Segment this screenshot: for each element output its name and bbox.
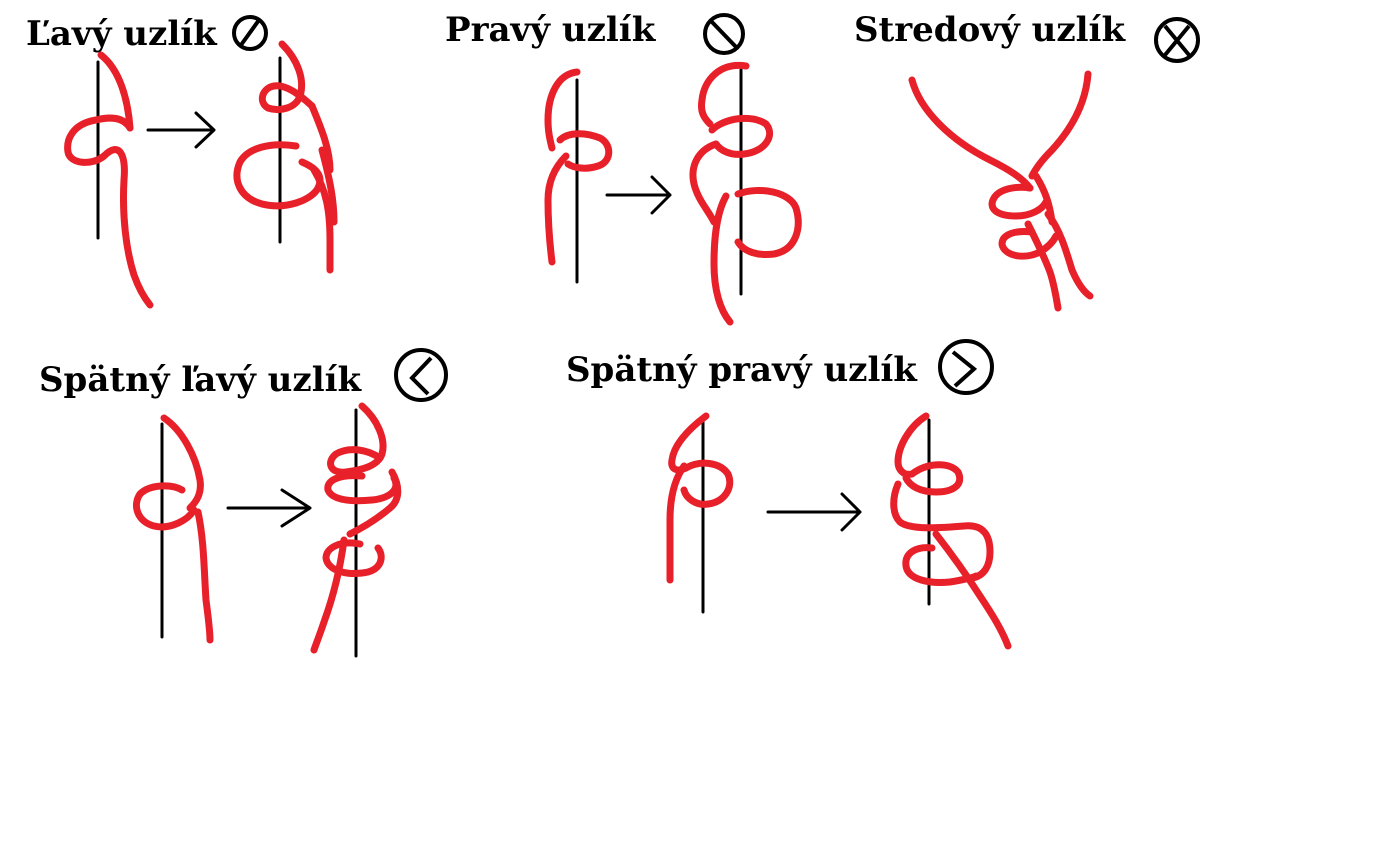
- knot-title-center: Stredový uzlík: [854, 10, 1126, 50]
- left-knot-before: [64, 51, 154, 309]
- center-knot: [908, 70, 1094, 312]
- circle-backslash-icon: [703, 13, 745, 55]
- back-left-knot-after: [310, 402, 402, 658]
- arrow-left-knot: [146, 111, 216, 149]
- circle-less-than-icon: [394, 348, 448, 402]
- back-right-knot-before: [666, 412, 734, 614]
- right-knot-before: [544, 68, 613, 284]
- left-knot-after: [233, 40, 338, 274]
- arrow-back-right-knot: [766, 492, 862, 532]
- right-knot-after: [689, 61, 802, 326]
- knot-title-right: Pravý uzlík: [445, 10, 656, 50]
- back-right-knot-after: [890, 412, 1012, 650]
- knot-title-left: Ľavý uzlík: [26, 14, 217, 54]
- circle-cross-icon: [1154, 17, 1200, 63]
- circle-greater-than-icon: [938, 339, 994, 395]
- back-left-knot-before: [133, 414, 214, 644]
- arrow-right-knot: [605, 175, 672, 215]
- circle-slash-icon: [232, 15, 268, 51]
- arrow-back-left-knot: [226, 488, 312, 528]
- knot-title-back-left: Spätný ľavý uzlík: [39, 360, 362, 400]
- knot-title-back-right: Spätný pravý uzlík: [566, 350, 917, 390]
